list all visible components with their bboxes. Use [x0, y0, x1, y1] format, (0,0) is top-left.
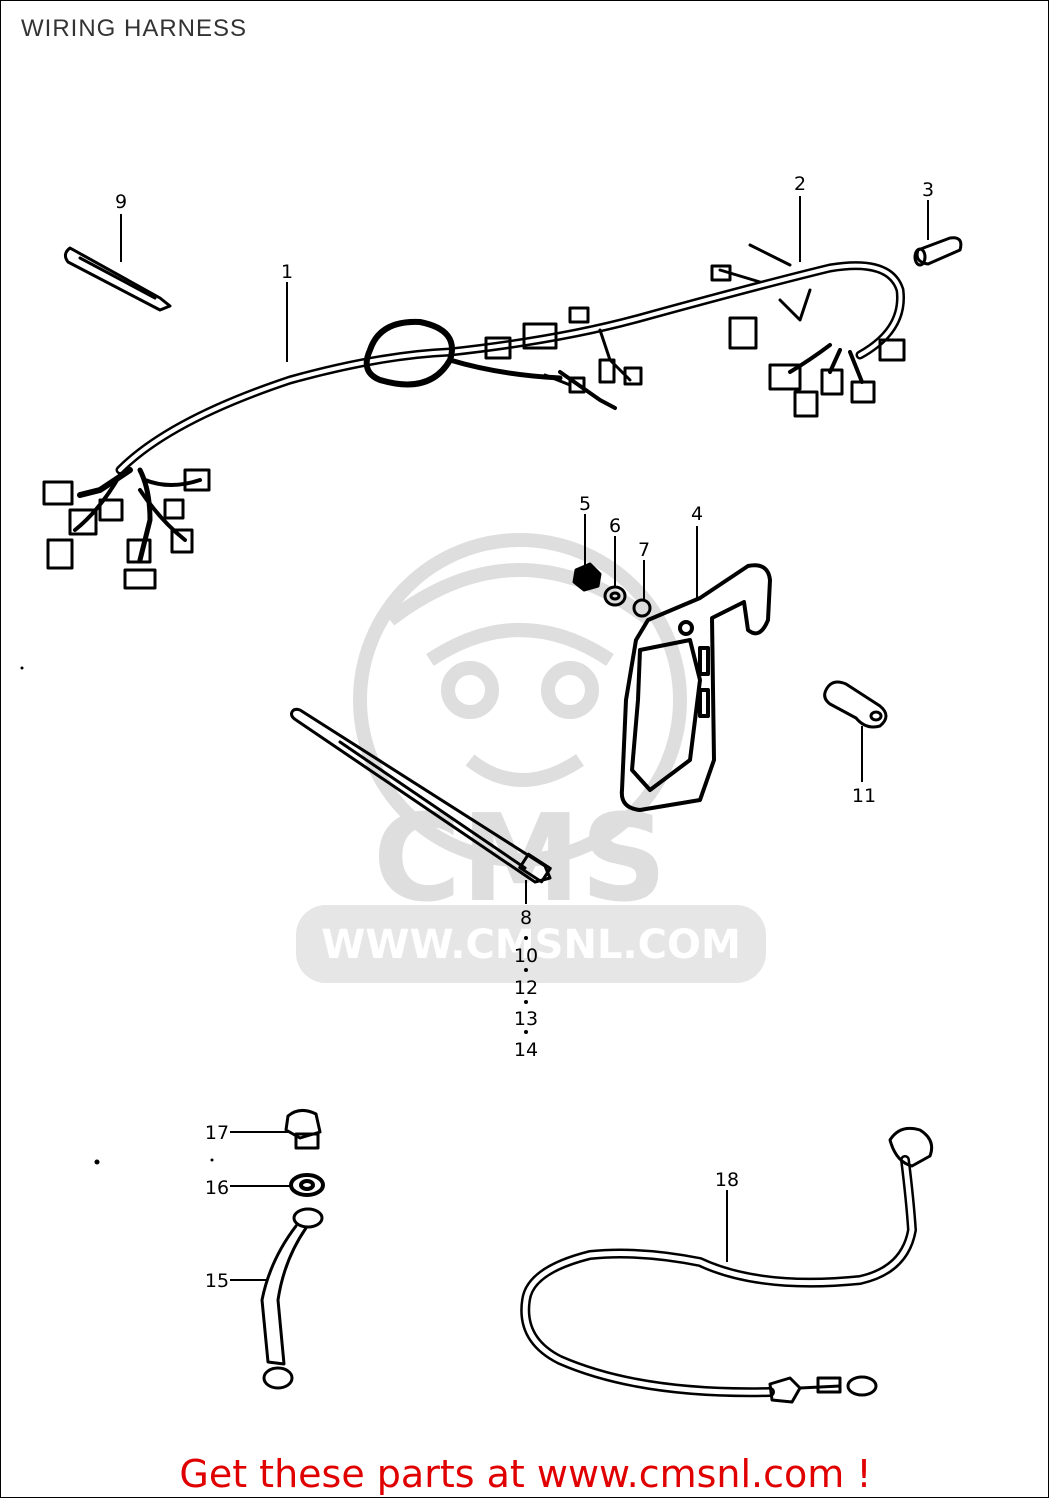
callout-2: 2	[794, 173, 806, 195]
callout-1: 1	[281, 261, 293, 283]
callout-10: 10	[514, 945, 538, 967]
callout-9: 9	[115, 191, 127, 213]
part-5-bolt	[572, 562, 602, 592]
get-parts-link[interactable]: Get these parts at www.cmsnl.com !	[179, 1452, 872, 1496]
watermark-url-text: WWW.CMSNL.COM	[321, 922, 741, 968]
leader-lines	[120, 196, 929, 1281]
part-17-bolt	[284, 1109, 322, 1150]
callout-18: 18	[715, 1169, 739, 1191]
callout-labels: 9 1 2 3 4 5 6 7 11 8 10 12 13 14 17 16 1…	[115, 173, 934, 1292]
callout-3: 3	[922, 179, 934, 201]
part-7-nut	[632, 598, 652, 618]
part-4-bracket	[619, 563, 772, 812]
stray-dots	[20, 666, 528, 1165]
part-18-battery-cable	[520, 1126, 934, 1404]
part-6-washer	[603, 585, 627, 607]
cms-watermark: CMS WWW.CMSNL.COM	[296, 533, 766, 983]
callout-8: 8	[520, 907, 532, 929]
callout-11: 11	[852, 785, 876, 807]
part-11-clamp	[823, 680, 888, 729]
part-1-main-harness	[42, 243, 906, 590]
callout-7: 7	[638, 539, 650, 561]
part-15-ground-wire	[260, 1207, 324, 1390]
callout-14: 14	[514, 1039, 538, 1061]
callout-15: 15	[205, 1270, 229, 1292]
part-9-strap	[63, 246, 172, 312]
part-3-cap	[913, 236, 963, 267]
callout-6: 6	[609, 515, 621, 537]
callout-12: 12	[514, 977, 538, 999]
callout-17: 17	[205, 1122, 229, 1144]
part-16-washer	[289, 1173, 325, 1197]
callout-13: 13	[514, 1008, 538, 1030]
callout-4: 4	[691, 503, 703, 525]
page-title: WIRING HARNESS	[21, 15, 248, 42]
callout-5: 5	[579, 493, 591, 515]
part-8-cable-tie	[290, 707, 552, 884]
callout-16: 16	[205, 1177, 229, 1199]
